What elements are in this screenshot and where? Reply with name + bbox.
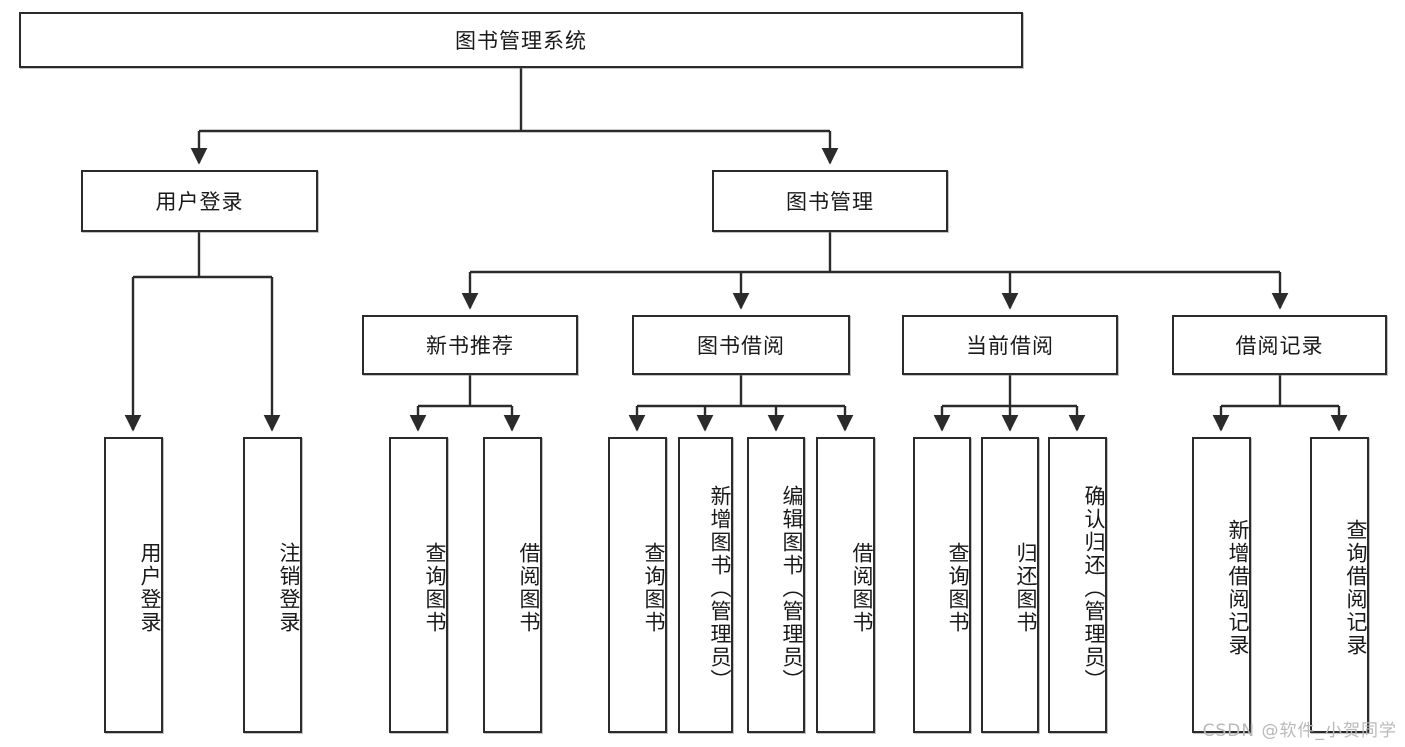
node-leaf-user-login[interactable]: 用户登录 [104,437,163,733]
node-user-login-label: 用户登录 [155,190,244,214]
node-leaf-confirm-return-label: 确认归还（管理员） [1082,484,1106,692]
node-book-manage[interactable]: 图书管理 [712,170,948,232]
node-leaf-query-record[interactable]: 查询借阅记录 [1310,437,1369,733]
node-leaf-add-book-label: 新增图书（管理员） [708,484,732,692]
node-leaf-borrow-book-1-label: 借阅图书 [517,542,541,634]
node-borrow-record[interactable]: 借阅记录 [1172,315,1387,375]
node-book-manage-label: 图书管理 [786,190,874,214]
node-leaf-add-book[interactable]: 新增图书（管理员） [678,437,733,733]
node-new-book-recommend[interactable]: 新书推荐 [362,315,578,375]
node-leaf-user-logout[interactable]: 注销登录 [243,437,302,733]
node-leaf-query-book-2-label: 查询图书 [642,542,666,634]
node-leaf-confirm-return[interactable]: 确认归还（管理员） [1048,437,1107,733]
node-leaf-borrow-book-2-label: 借阅图书 [850,542,874,634]
node-leaf-query-book-3[interactable]: 查询图书 [913,437,971,733]
node-leaf-edit-book-label: 编辑图书（管理员） [780,484,804,692]
node-new-book-recommend-label: 新书推荐 [426,334,514,358]
node-current-borrow[interactable]: 当前借阅 [902,315,1118,375]
node-leaf-query-book-1-label: 查询图书 [423,542,447,634]
node-user-login[interactable]: 用户登录 [81,170,318,232]
node-book-borrow-label: 图书借阅 [697,334,785,358]
node-leaf-user-login-label: 用户登录 [138,542,162,634]
node-borrow-record-label: 借阅记录 [1235,334,1324,358]
node-leaf-user-logout-label: 注销登录 [277,542,301,634]
node-leaf-add-record[interactable]: 新增借阅记录 [1192,437,1251,733]
node-leaf-borrow-book-1[interactable]: 借阅图书 [483,437,542,733]
node-leaf-edit-book[interactable]: 编辑图书（管理员） [747,437,805,733]
node-leaf-borrow-book-2[interactable]: 借阅图书 [816,437,875,733]
node-root[interactable]: 图书管理系统 [19,12,1023,68]
node-leaf-query-book-3-label: 查询图书 [946,542,970,634]
node-book-borrow[interactable]: 图书借阅 [632,315,850,375]
node-leaf-query-record-label: 查询借阅记录 [1344,519,1368,657]
node-leaf-return-book-label: 归还图书 [1014,542,1038,634]
node-current-borrow-label: 当前借阅 [966,334,1054,358]
node-leaf-return-book[interactable]: 归还图书 [981,437,1039,733]
node-leaf-query-book-2[interactable]: 查询图书 [608,437,667,733]
node-root-label: 图书管理系统 [455,29,587,53]
node-leaf-add-record-label: 新增借阅记录 [1226,519,1250,657]
node-leaf-query-book-1[interactable]: 查询图书 [389,437,448,733]
